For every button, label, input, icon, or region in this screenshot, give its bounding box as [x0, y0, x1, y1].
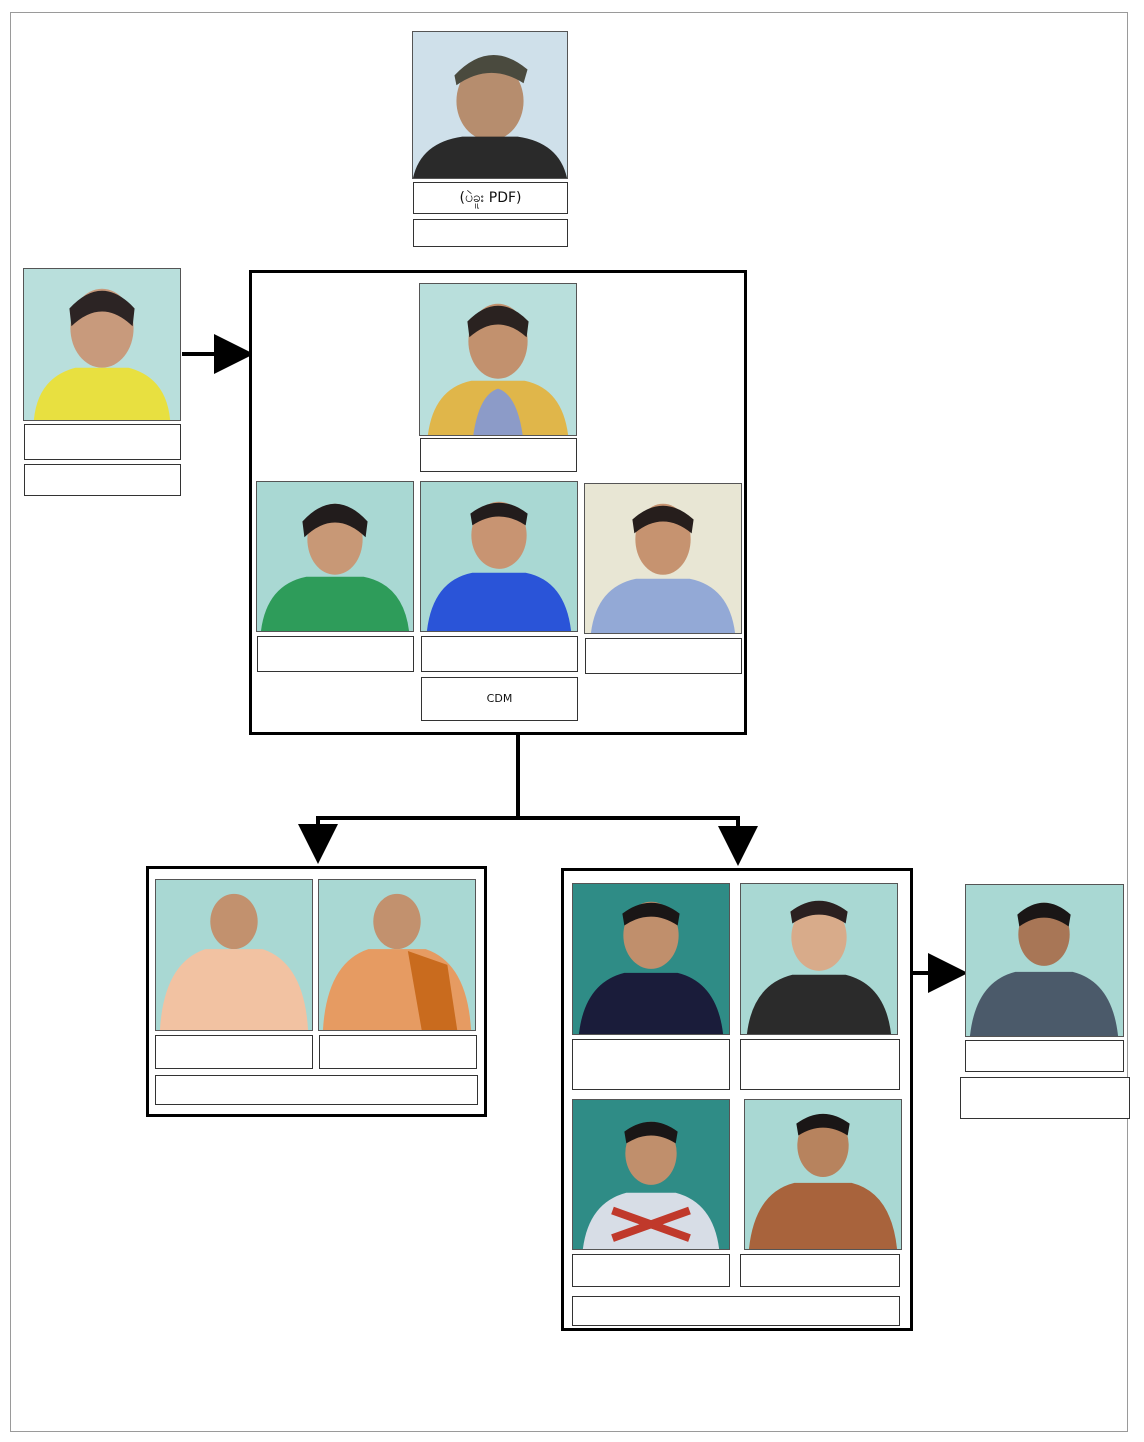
far-right-person-name: [965, 1040, 1124, 1072]
right-group-photo-4: [744, 1099, 902, 1250]
right-group-name-1: [572, 1039, 730, 1090]
central-top-photo: [419, 283, 577, 436]
right-group-name-2: [740, 1039, 900, 1090]
top-person-name: (ပဲခူး PDF): [413, 182, 568, 214]
central-row-name-1: [257, 636, 414, 672]
right-group-photo-1: [572, 883, 730, 1035]
central-top-name: [420, 438, 577, 472]
top-person-photo: [412, 31, 568, 179]
central-row-name-2: [421, 636, 578, 672]
right-group-photo-2: [740, 883, 898, 1035]
central-row-photo-3: [584, 483, 742, 634]
nuns-photo-1: [155, 879, 313, 1031]
left-person-note: [24, 464, 181, 496]
nuns-name-2: [319, 1035, 477, 1069]
right-group-name-4: [740, 1254, 900, 1287]
far-right-person-photo: [965, 884, 1124, 1037]
nuns-name-1: [155, 1035, 313, 1069]
left-person-name: [24, 424, 181, 460]
central-middle-note: CDM: [421, 677, 578, 721]
right-group-name-3: [572, 1254, 730, 1287]
far-right-person-note: [960, 1077, 1130, 1119]
top-person-note: [413, 219, 568, 247]
central-row-photo-1: [256, 481, 414, 632]
central-row-name-3: [585, 638, 742, 674]
right-group-photo-3: [572, 1099, 730, 1250]
right-group-note: [572, 1296, 900, 1326]
nuns-photo-2: [318, 879, 476, 1031]
nuns-note: [155, 1075, 478, 1105]
central-row-photo-2: [420, 481, 578, 632]
page-frame: [10, 12, 1128, 1432]
left-person-photo: [23, 268, 181, 421]
